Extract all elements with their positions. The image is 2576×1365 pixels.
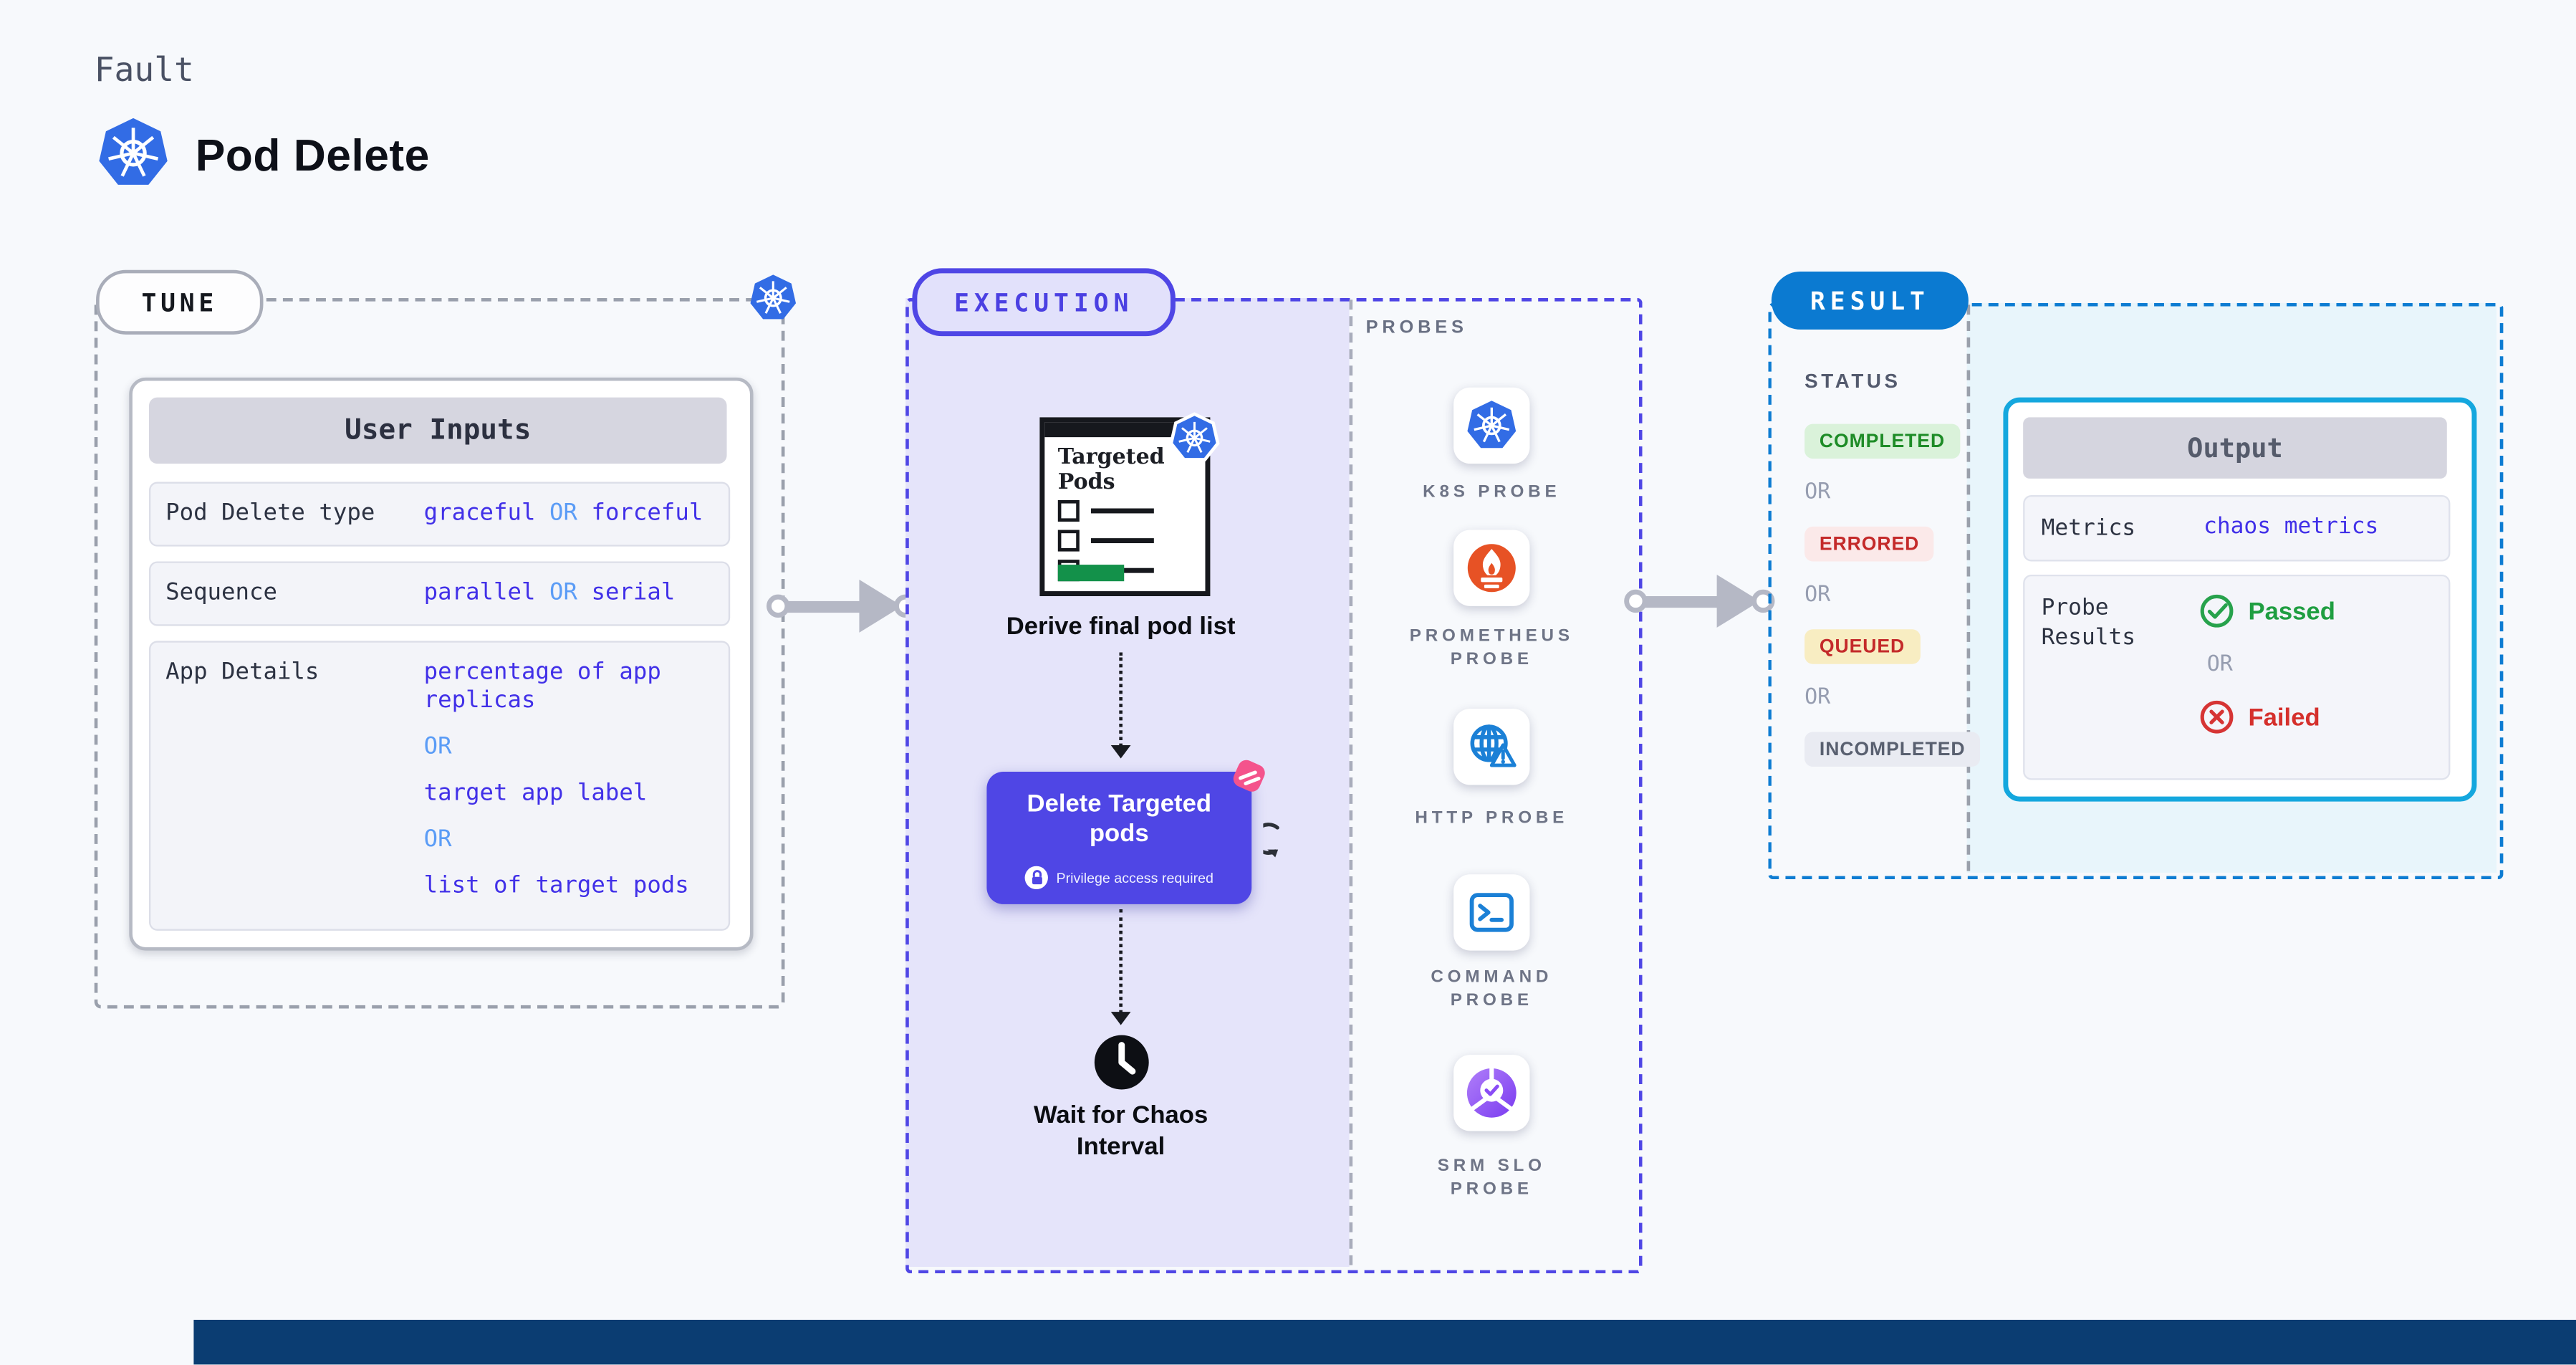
chaos-icon: [1233, 760, 1265, 792]
probes-divider: [1349, 300, 1353, 1265]
probe-results-row: Probe Results Passed OR Failed: [2023, 574, 2451, 780]
flow-arrow: [1624, 568, 1777, 634]
probe-label: HTTP PROBE: [1415, 808, 1569, 828]
or-separator: OR: [549, 499, 577, 527]
probe-result-failed: Failed: [2248, 703, 2320, 732]
prometheus-icon: [1467, 544, 1516, 593]
metrics-value: chaos metrics: [2203, 513, 2379, 540]
kubernetes-icon: [1466, 399, 1518, 450]
status-badge-completed: COMPLETED: [1804, 423, 1960, 459]
row-value: parallel: [423, 579, 536, 606]
x-circle-icon: [2200, 700, 2234, 734]
bottom-banner: [193, 1319, 2576, 1365]
targeted-pods-card: Targeted Pods: [1039, 417, 1211, 596]
probe-label: K8S PROBE: [1423, 482, 1561, 502]
output-title: Output: [2023, 417, 2447, 479]
or-separator: OR: [423, 826, 452, 853]
window-title-bar: [1044, 422, 1206, 438]
row-value: serial: [591, 579, 676, 606]
status-badge-errored: ERRORED: [1804, 526, 1935, 562]
retry-loop-icon: [1263, 823, 1279, 858]
checkbox-icon: [1057, 499, 1080, 522]
app-detail-option: percentage of app replicas: [423, 658, 661, 714]
output-card: Output Metrics chaos metrics Probe Resul…: [2003, 397, 2477, 802]
kubernetes-icon: [749, 273, 797, 321]
clock-icon: [1094, 1035, 1149, 1090]
kubernetes-icon: [96, 116, 170, 191]
status-divider: [1966, 305, 1971, 871]
check-circle-icon: [2200, 594, 2234, 628]
or-separator: OR: [423, 733, 452, 760]
targeted-pods-title: Targeted Pods: [1057, 445, 1165, 496]
input-row-sequence: Sequence parallel OR serial: [148, 561, 731, 626]
delete-targeted-pods-step[interactable]: Delete Targeted pods Privilege access re…: [986, 771, 1252, 904]
page-title: Pod Delete: [195, 130, 430, 181]
step-label: Delete Targeted pods: [1027, 790, 1212, 848]
probe-command: [1453, 874, 1530, 951]
lock-icon: [1024, 866, 1048, 890]
row-label: Metrics: [2041, 514, 2136, 542]
fault-kicker: Fault: [94, 49, 194, 90]
row-value: graceful: [423, 499, 536, 527]
tab-tune[interactable]: TUNE: [96, 269, 264, 335]
tune-section: [94, 297, 785, 1009]
row-label: Probe Results: [2041, 594, 2136, 651]
status-badge-queued: QUEUED: [1804, 629, 1920, 664]
probe-k8s: [1453, 387, 1530, 464]
checkbox-icon: [1057, 530, 1080, 552]
probe-srm-slo: [1453, 1055, 1530, 1131]
tab-execution[interactable]: EXECUTION: [912, 268, 1176, 337]
privilege-note: Privilege access required: [1056, 869, 1214, 886]
probe-result-passed: Passed: [2248, 597, 2335, 626]
dotted-flow-arrow: [1109, 652, 1132, 759]
app-detail-option: list of target pods: [423, 872, 689, 899]
dotted-flow-arrow: [1109, 909, 1132, 1025]
or-separator: OR: [1804, 583, 1831, 608]
metrics-row: Metrics chaos metrics: [2023, 495, 2451, 562]
http-globe-icon: [1470, 724, 1517, 767]
or-separator: OR: [2206, 652, 2233, 678]
flow-arrow: [766, 573, 919, 639]
kubernetes-icon: [1169, 412, 1220, 461]
or-separator: OR: [549, 579, 577, 606]
derive-pod-list-label: Derive final pod list: [1006, 613, 1236, 641]
srm-slo-icon: [1466, 1068, 1517, 1118]
command-terminal-icon: [1469, 893, 1514, 932]
input-row-pod-delete-type: Pod Delete type graceful OR forceful: [148, 482, 731, 547]
user-inputs-card: User Inputs Pod Delete type graceful OR …: [129, 377, 754, 951]
row-label: App Details: [165, 658, 319, 686]
tab-result[interactable]: RESULT: [1771, 272, 1969, 330]
probe-label: PROMETHEUS PROBE: [1409, 626, 1574, 669]
probe-http: [1453, 709, 1530, 785]
green-button-shape: [1057, 565, 1125, 582]
or-separator: OR: [1804, 480, 1831, 505]
probes-heading: PROBES: [1365, 317, 1468, 338]
result-section: [1768, 302, 2504, 880]
probe-label: COMMAND PROBE: [1431, 967, 1553, 1010]
wait-chaos-interval-label: Wait for Chaos Interval: [1033, 1101, 1208, 1162]
app-detail-option: target app label: [423, 780, 648, 807]
execution-section: [905, 297, 1643, 1274]
status-badge-incompleted: INCOMPLETED: [1804, 732, 1981, 767]
probe-prometheus: [1453, 530, 1530, 606]
row-value: forceful: [591, 499, 703, 527]
probe-label: SRM SLO PROBE: [1437, 1156, 1546, 1199]
user-inputs-title: User Inputs: [148, 397, 727, 464]
input-row-app-details: App Details percentage of app replicas O…: [148, 641, 731, 931]
row-label: Sequence: [165, 579, 277, 606]
row-label: Pod Delete type: [165, 499, 375, 527]
status-heading: STATUS: [1804, 369, 1901, 393]
or-separator: OR: [1804, 685, 1831, 711]
